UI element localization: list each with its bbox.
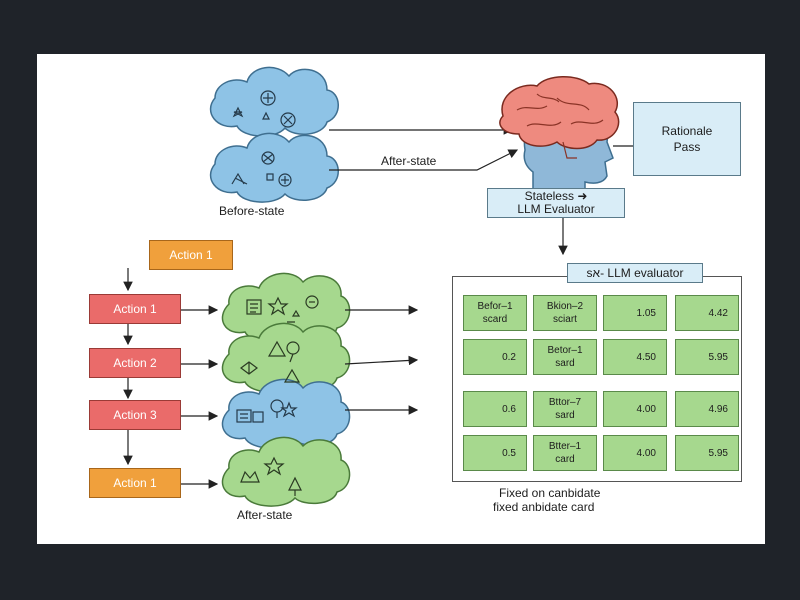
action-box-bottom: Action 1 xyxy=(89,468,181,498)
after-state-cloud-3 xyxy=(221,378,351,449)
matrix-cell-text: Btter–1 xyxy=(548,441,582,452)
matrix-cell-text: 4.00 xyxy=(636,447,656,459)
brain-icon xyxy=(499,76,620,191)
evaluator-line1: Stateless ➜ xyxy=(524,189,588,203)
matrix-cell-r3-c3: 4.00 xyxy=(603,391,667,427)
matrix-cell-r2-c4: 5.95 xyxy=(675,339,739,375)
before-state-label: Before-state xyxy=(219,204,285,218)
after-state-label-bottom: After-state xyxy=(237,508,293,522)
matrix-cell-subtext: sard xyxy=(555,358,575,369)
matrix-cell-text: Bkion–2 xyxy=(546,301,584,312)
rationale-line2: Pass xyxy=(673,140,701,154)
evaluation-matrix: Befor–1 scard Bkion–2 sciart 1.05 4.42 0.2 Beto… xyxy=(452,276,742,482)
matrix-cell-r2-c3: 4.50 xyxy=(603,339,667,375)
matrix-cell-text: Betor–1 xyxy=(547,345,583,356)
caption-line1: Fixed on canbidate xyxy=(499,486,601,500)
matrix-cell-text: 4.50 xyxy=(636,351,656,363)
matrix-cell-text: 4.96 xyxy=(708,403,728,415)
rationale-line1: Rationale xyxy=(661,124,713,138)
matrix-cell-r3-c2: Bttor–7 sard xyxy=(533,391,597,427)
diagram-art xyxy=(123,66,633,507)
gear-icon xyxy=(231,151,292,187)
matrix-cell-text: 0.6 xyxy=(502,403,516,415)
matrix-cell-r1-c2: Bkion–2 sciart xyxy=(533,295,597,331)
action-box-top: Action 1 xyxy=(149,240,233,270)
matrix-cell-r4-c3: 4.00 xyxy=(603,435,667,471)
sparkle-icon xyxy=(232,90,296,128)
matrix-cell-r4-c1: 0.5 xyxy=(463,435,527,471)
matrix-cell-r2-c1: 0.2 xyxy=(463,339,527,375)
rationale-box: Rationale Pass xyxy=(633,102,741,176)
matrix-cell-text: 5.95 xyxy=(708,351,728,363)
stateless-evaluator-box: Stateless ➜ LLM Evaluator xyxy=(487,188,625,218)
evaluator-line2: LLM Evaluator xyxy=(517,202,595,216)
crown-icon xyxy=(240,456,302,496)
after-state-cloud-2 xyxy=(221,322,351,393)
matrix-cell-text: Befor–1 xyxy=(477,301,513,312)
after-state-label-top: After-state xyxy=(381,154,437,168)
matrix-cell-r1-c3: 1.05 xyxy=(603,295,667,331)
triangle-icon xyxy=(240,340,301,383)
matrix-cell-r3-c1: 0.6 xyxy=(463,391,527,427)
matrix-cell-subtext: scard xyxy=(482,314,508,325)
matrix-cell-text: 1.05 xyxy=(636,307,656,319)
after-state-cloud-4 xyxy=(221,436,351,507)
star-icon xyxy=(246,295,319,323)
matrix-cell-subtext: sard xyxy=(555,410,575,421)
action-box-3: Action 3 xyxy=(89,400,181,430)
caption-line2: fixed anbidate card xyxy=(493,500,595,514)
matrix-cell-r4-c4: 5.95 xyxy=(675,435,739,471)
diagram-canvas: Before-state After-state After-state Sta… xyxy=(37,54,765,544)
action-box-1: Action 1 xyxy=(89,294,181,324)
matrix-cell-r1-c1: Befor–1 scard xyxy=(463,295,527,331)
matrix-cell-r1-c4: 4.42 xyxy=(675,295,739,331)
matrix-cell-text: 4.00 xyxy=(636,403,656,415)
matrix-cell-text: Bttor–7 xyxy=(548,397,582,408)
lightbulb-icon xyxy=(236,399,298,423)
matrix-cell-r3-c4: 4.96 xyxy=(675,391,739,427)
matrix-cell-text: 0.5 xyxy=(502,447,516,459)
matrix-cell-text: 4.42 xyxy=(708,307,728,319)
matrix-cell-r4-c2: Btter–1 card xyxy=(533,435,597,471)
matrix-cell-subtext: sciart xyxy=(553,314,577,325)
matrix-cell-text: 0.2 xyxy=(502,351,516,363)
matrix-cell-r2-c2: Betor–1 sard xyxy=(533,339,597,375)
matrix-cell-subtext: card xyxy=(555,454,575,465)
matrix-cell-text: 5.95 xyxy=(708,447,728,459)
before-state-cloud-bottom xyxy=(209,132,339,203)
action-box-2: Action 2 xyxy=(89,348,181,378)
matrix-title: sא- LLM evaluator xyxy=(567,263,703,283)
